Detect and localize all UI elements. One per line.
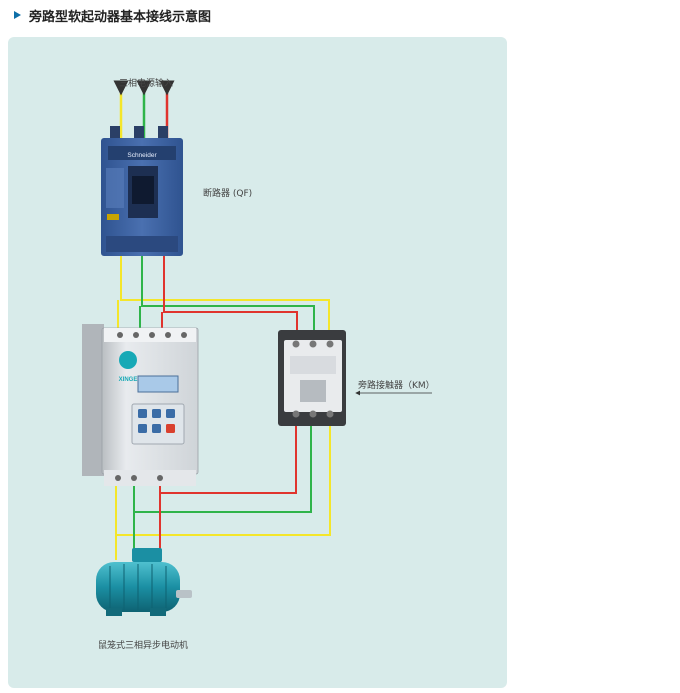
power-input-label: 三相电源输入	[119, 79, 174, 89]
section-header: 旁路型软起动器基本接线示意图	[14, 6, 212, 25]
breaker-label: 断路器 (QF)	[203, 189, 253, 199]
soft-starter: XINGE	[82, 324, 199, 486]
motor-label: 鼠笼式三相异步电动机	[98, 641, 189, 651]
bypass-contactor	[278, 330, 346, 426]
triangle-bullet-icon	[14, 11, 21, 19]
breaker-output-wires	[117, 250, 330, 332]
motor	[96, 548, 192, 616]
page-title: 旁路型软起动器基本接线示意图	[29, 9, 212, 25]
xinge-logo-text: XINGE	[119, 377, 138, 383]
schneider-logo-text: Schneider	[127, 152, 157, 159]
contactor-label: 旁路接触器（KM）	[358, 381, 435, 391]
bypass-return-wires	[115, 420, 331, 562]
circuit-breaker: Schneider	[101, 126, 183, 256]
